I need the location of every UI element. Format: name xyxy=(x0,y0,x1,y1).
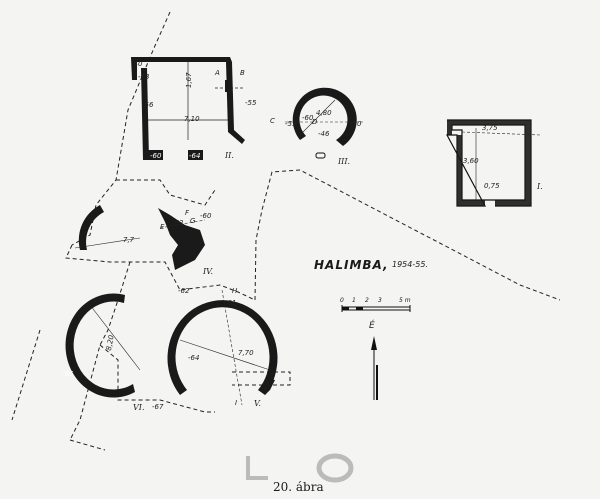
III-section-c: C xyxy=(270,117,275,125)
scale-end-label: 5 m xyxy=(399,297,411,304)
V-h-label: H xyxy=(232,287,238,295)
structure-VI xyxy=(65,293,141,398)
III-section-d: D xyxy=(312,118,318,126)
I-numeral: I. xyxy=(537,182,543,191)
structure-V xyxy=(167,289,278,406)
II-right-label: -55 xyxy=(245,99,257,107)
II-mid-left-label: -56 xyxy=(142,101,154,109)
figure-caption: 20. ábra xyxy=(273,480,324,494)
II-bottom-mid-label: -64 xyxy=(189,152,201,160)
VI-top-label: -67 xyxy=(90,297,102,305)
III-left-label: -55 xyxy=(285,120,297,128)
III-diameter-label: 4,80 xyxy=(316,109,332,117)
III-inner-label: -60 xyxy=(302,114,314,122)
II-top-left-label: -40 xyxy=(131,60,143,68)
scale-tick-0: 0 xyxy=(340,297,344,304)
VI-numeral: VI. xyxy=(133,403,145,412)
III-numeral: III. xyxy=(338,157,351,166)
II-wall-left-label: -63 xyxy=(138,73,150,81)
north-arrow-icon xyxy=(371,336,378,400)
scale-tick-2: 2 xyxy=(365,297,369,304)
III-right-label: -50 xyxy=(350,120,362,128)
V-numeral: V. xyxy=(254,399,261,408)
scale-bar xyxy=(341,305,411,312)
V-top-label: -62 xyxy=(178,287,190,295)
V-center-label: -64 xyxy=(188,354,200,362)
II-length-label: 1,67 xyxy=(185,72,193,88)
structure-I xyxy=(445,119,541,207)
IV-f-label: F xyxy=(185,209,190,217)
structure-II xyxy=(131,57,245,160)
I-wall-label: 0,75 xyxy=(484,182,500,190)
I-width-label: 3,75 xyxy=(482,124,498,132)
site-title: HALIMBA, xyxy=(314,258,389,272)
IV-dimension-label: 7,7 xyxy=(123,236,135,244)
II-width-label: 7,10 xyxy=(184,115,200,123)
IV-right-label: -60 xyxy=(200,212,212,220)
IV-g-label: G xyxy=(190,217,196,225)
III-center-label: -46 xyxy=(318,130,330,138)
structure-III xyxy=(285,87,365,159)
VI-left-label: -66 xyxy=(62,370,74,378)
VI-bottom-label: -67 xyxy=(152,403,164,411)
V-diameter-label: 7,70 xyxy=(238,349,254,357)
scale-tick-1: 1 xyxy=(352,297,356,304)
II-numeral: II. xyxy=(225,151,234,160)
IV-numeral: IV. xyxy=(203,267,214,276)
excavation-trench-outline xyxy=(11,11,561,451)
II-bottom-left-label: -60 xyxy=(150,152,162,160)
I-depth-label: 3,60 xyxy=(463,157,479,165)
IV-e-label: E xyxy=(160,223,165,231)
V-inner-label: -61 xyxy=(225,299,237,307)
structure-IV xyxy=(74,205,206,270)
V-i-label: I xyxy=(235,399,238,407)
II-section-b: B xyxy=(240,69,245,77)
bottom-marks xyxy=(246,453,354,483)
scale-tick-3: 3 xyxy=(378,297,382,304)
IV-inner-label: -52 xyxy=(172,219,184,227)
north-label: É xyxy=(369,321,375,331)
site-years: 1954-55. xyxy=(392,260,428,269)
II-section-a: A xyxy=(215,69,220,77)
